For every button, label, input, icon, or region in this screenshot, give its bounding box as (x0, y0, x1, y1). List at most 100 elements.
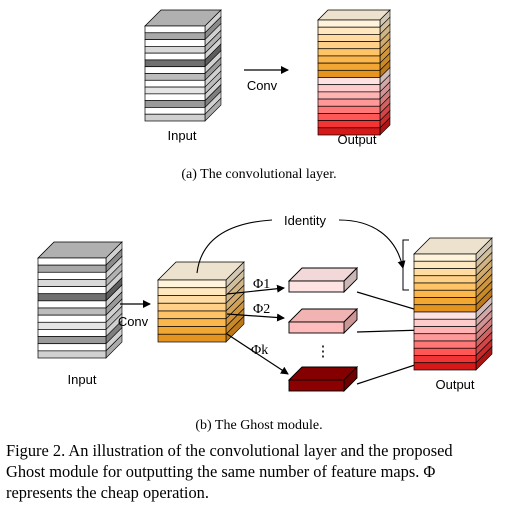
panel-a-caption: (a) The convolutional layer. (181, 167, 336, 182)
a-input-layer (144, 93, 206, 101)
panel-a-output-label: Output (337, 132, 376, 147)
b-input-layer (37, 264, 107, 273)
panel-a-output-tensor (317, 9, 391, 136)
b-intrinsic-layer (157, 326, 227, 335)
a-output-layer (317, 91, 381, 100)
phi-1-label-text: Φ1 (253, 277, 270, 292)
b-input-layer (37, 321, 107, 330)
panel-b-caption: (b) The Ghost module. (195, 418, 322, 433)
ghost-map-k-to-output-arrow (356, 360, 425, 385)
a-output-layer (317, 41, 381, 50)
b-input-layer (37, 307, 107, 316)
b-input-layer (37, 271, 107, 280)
a-input-layer (144, 39, 206, 47)
b-output-layer (413, 275, 477, 284)
b-output-layer (413, 289, 477, 298)
ghost-map-1-to-output-arrow (356, 291, 425, 314)
b-intrinsic-layer (157, 302, 227, 312)
a-input-layer (144, 46, 206, 54)
ghost-map-2-to-output-arrow (356, 326, 425, 335)
a-output-layer (317, 34, 381, 42)
b-input-layer (37, 300, 107, 309)
ghost-map-1-front (288, 280, 345, 293)
a-output-layer (317, 55, 381, 64)
figure-caption: Figure 2. An illustration of the convolu… (6, 440, 514, 503)
ghost-map-2-front (288, 321, 345, 334)
a-input-layer (144, 25, 206, 34)
panel-a: Input Conv Output (a) The convolutional … (144, 9, 391, 182)
phi-2-label-text: Φ2 (253, 302, 270, 317)
b-output-layer (413, 362, 477, 371)
figure-caption-line-1: Figure 2. An illustration of the convolu… (6, 441, 453, 460)
a-output-layer (317, 77, 381, 86)
a-output-layer (317, 98, 381, 107)
ghost-feature-maps (287, 266, 359, 393)
panel-b-intrinsic-feature-maps (157, 261, 245, 343)
panel-a-input-tensor (144, 9, 222, 122)
b-output-layer (413, 333, 477, 342)
figure-caption-line-2: Ghost module for outputting the same num… (6, 462, 436, 481)
b-output-layer (413, 268, 477, 277)
a-output-layer (317, 48, 381, 57)
phi-2-arrow (226, 313, 285, 322)
b-output-layer (413, 340, 477, 349)
b-intrinsic-layer (157, 279, 227, 289)
panel-a-conv-label: Conv (247, 78, 278, 93)
b-intrinsic-layer (157, 295, 227, 304)
b-input-layer (37, 279, 107, 287)
ghost-maps-ellipsis: ⋮ (316, 343, 331, 360)
b-intrinsic-layer (157, 333, 227, 343)
b-input-layer (37, 343, 107, 352)
a-output-layer (317, 84, 381, 93)
b-output-layer (413, 282, 477, 291)
panel-b-input-label: Input (68, 372, 97, 387)
a-input-layer (144, 107, 206, 115)
b-output-layer (413, 318, 477, 327)
a-input-layer (144, 79, 206, 88)
b-input-layer (37, 329, 107, 337)
a-input-layer (144, 59, 206, 68)
b-input-layer (37, 336, 107, 345)
b-input-layer (37, 286, 107, 295)
phi-k-arrow (226, 333, 289, 375)
panel-b-output-tensor (413, 237, 493, 371)
a-output-layer (317, 113, 381, 121)
a-input-layer (144, 66, 206, 74)
a-output-layer (317, 19, 381, 28)
phi-1-arrow (226, 284, 285, 295)
a-output-layer (317, 26, 381, 35)
phi-k-label: Φk (251, 343, 268, 358)
a-input-layer (144, 52, 206, 61)
b-output-layer (413, 260, 477, 269)
b-input-layer (37, 257, 107, 266)
b-output-layer (413, 347, 477, 356)
a-output-layer (317, 127, 381, 136)
a-output-top-face (317, 9, 391, 21)
a-input-layer (144, 32, 206, 40)
phi-1-label: Φ1 (253, 277, 270, 292)
panel-a-input-label: Input (168, 128, 197, 143)
identity-bracket (402, 239, 409, 291)
a-output-layer (317, 105, 381, 114)
panel-b-output-label: Output (435, 377, 474, 392)
b-input-layer (37, 293, 107, 302)
panel-b: Input Conv Identity Φ1 Φ2 Φk ⋮ Output (b… (37, 213, 493, 433)
b-output-layer (413, 326, 477, 335)
a-output-layer (317, 120, 381, 129)
b-intrinsic-layer (157, 310, 227, 320)
panel-b-conv-label: Conv (118, 314, 149, 329)
b-input-layer (37, 314, 107, 323)
b-output-layer (413, 311, 477, 320)
b-output-layer (413, 253, 477, 262)
a-input-layer (144, 100, 206, 108)
identity-label: Identity (284, 213, 326, 228)
identity-curve-right (338, 219, 406, 269)
b-input-layer (37, 350, 107, 359)
a-input-layer (144, 113, 206, 122)
a-input-layer (144, 73, 206, 81)
a-output-layer (317, 69, 381, 78)
figure-caption-line-3: represents the cheap operation. (6, 483, 209, 502)
b-output-layer (413, 297, 477, 306)
